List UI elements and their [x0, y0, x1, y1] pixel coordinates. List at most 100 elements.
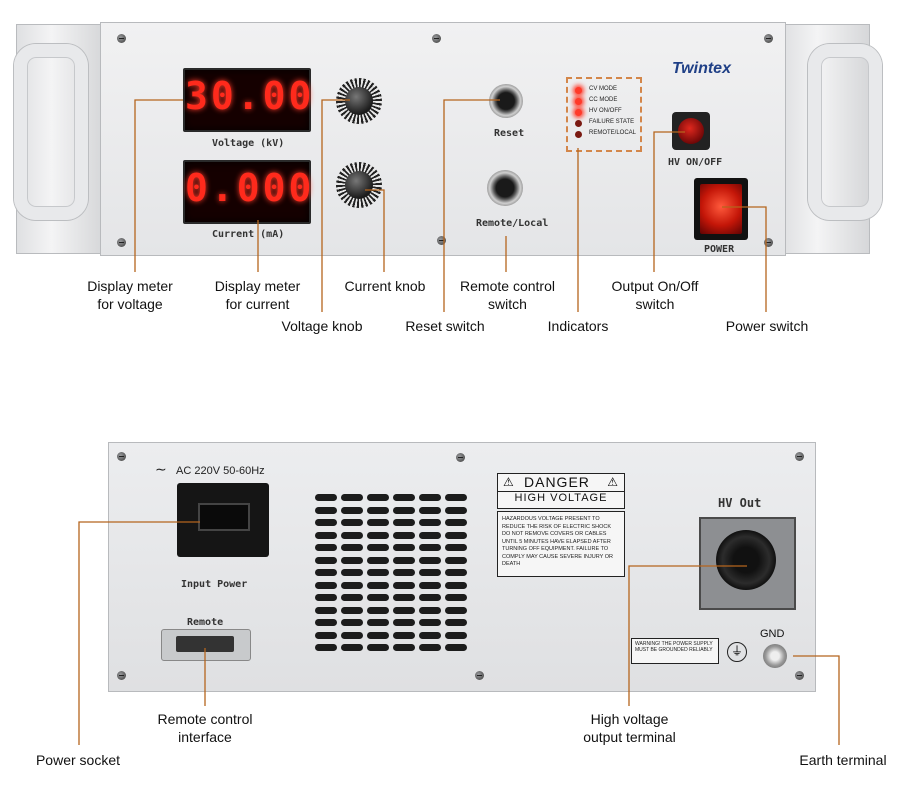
left-handle	[14, 44, 88, 220]
hv-on-off-button[interactable]	[672, 112, 710, 150]
indicator-label: FAILURE STATE	[589, 119, 635, 125]
vent-slot	[419, 619, 441, 626]
vent-slot	[367, 494, 389, 501]
vent-slot	[445, 531, 467, 539]
indicator-led	[575, 131, 582, 138]
vent-slot	[367, 594, 389, 601]
vent-slot	[419, 581, 441, 589]
vent-slot	[367, 619, 389, 626]
vent-slot	[445, 644, 467, 651]
vent-slot	[393, 494, 415, 501]
warning-triangle-icon: ⚠	[503, 475, 514, 489]
voltage-knob[interactable]	[336, 78, 382, 124]
screw	[795, 452, 804, 461]
remote-local-switch[interactable]	[487, 170, 523, 206]
vent-slot	[445, 544, 467, 551]
hazard-notice: HAZARDOUS VOLTAGE PRESENT TO REDUCE THE …	[497, 511, 625, 577]
callout-current-knob: Current knob	[344, 278, 426, 294]
vent-slot	[315, 631, 337, 639]
screw	[117, 452, 126, 461]
vent-slot	[315, 581, 337, 589]
vent-slot	[419, 594, 441, 601]
vent-slot	[445, 631, 467, 639]
callout-power-socket: Power socket	[35, 752, 121, 768]
indicator-label: CV MODE	[589, 86, 618, 92]
vent-slot	[367, 631, 389, 639]
iec-pins	[198, 503, 250, 531]
voltage-knob-cap	[345, 87, 373, 115]
hv-output-connector	[716, 530, 776, 590]
vent-slot	[445, 619, 467, 626]
warning-triangle-icon: ⚠	[607, 475, 618, 489]
remote-local-label: Remote/Local	[476, 218, 549, 229]
vent-slot	[341, 569, 363, 576]
vent-slot	[445, 494, 467, 501]
vent-slot	[393, 569, 415, 576]
screw	[117, 34, 126, 43]
hv-out-label: HV Out	[718, 496, 762, 510]
vent-slot	[341, 594, 363, 601]
callout-voltage-knob: Voltage knob	[281, 318, 363, 334]
vent-slot	[393, 556, 415, 564]
earth-terminal-post[interactable]	[763, 644, 787, 668]
vent-slot	[393, 594, 415, 601]
vent-slot	[419, 531, 441, 539]
vent-slot	[393, 531, 415, 539]
vent-slot	[367, 531, 389, 539]
callout-hv-terminal: High voltage output terminal	[583, 711, 676, 745]
vent-slot	[419, 556, 441, 564]
current-knob[interactable]	[336, 162, 382, 208]
vent-slot	[315, 519, 337, 526]
ac-tilde-icon: ∼	[155, 462, 167, 478]
callout-remote-switch: Remote control switch	[460, 278, 555, 312]
vent-slot	[367, 606, 389, 614]
vent-slot	[341, 494, 363, 501]
vent-slot	[393, 619, 415, 626]
vent-slot	[445, 556, 467, 564]
callout-voltage-meter: Display meter for voltage	[87, 278, 173, 312]
vent-slot	[445, 506, 467, 514]
screw	[432, 34, 441, 43]
vent-slot	[341, 531, 363, 539]
vent-slot	[393, 506, 415, 514]
current-label: Current (mA)	[212, 229, 285, 240]
vent-slot	[315, 556, 337, 564]
power-label: POWER	[704, 244, 735, 255]
reset-label: Reset	[494, 128, 525, 139]
vent-slot	[419, 494, 441, 501]
vent-slot	[315, 594, 337, 601]
callout-power-switch: Power switch	[725, 318, 809, 334]
voltage-display-value: 30.00	[185, 74, 315, 118]
vent-slot	[393, 606, 415, 614]
vent-slot	[419, 569, 441, 576]
vent-slot	[445, 606, 467, 614]
vent-slot	[367, 506, 389, 514]
ac-rating-label: AC 220V 50-60Hz	[176, 465, 265, 477]
current-display-value: 0.000	[185, 166, 315, 210]
vent-slot	[393, 544, 415, 551]
vent-slot	[315, 544, 337, 551]
power-switch[interactable]	[694, 178, 748, 240]
vent-slot	[419, 644, 441, 651]
callout-remote-interface: Remote control interface	[157, 711, 253, 745]
vent-slot	[341, 644, 363, 651]
vent-slot	[393, 631, 415, 639]
vent-slot	[367, 519, 389, 526]
gnd-label: GND	[760, 628, 785, 640]
reset-button[interactable]	[489, 84, 523, 118]
vent-slot	[341, 631, 363, 639]
screw	[764, 238, 773, 247]
callout-reset-switch: Reset switch	[405, 318, 485, 334]
indicator-label: HV ON/OFF	[589, 108, 622, 114]
screw	[764, 34, 773, 43]
screw	[117, 238, 126, 247]
vent-slot	[367, 644, 389, 651]
vent-slot	[315, 644, 337, 651]
brand-logo: Twintex	[672, 60, 731, 77]
vent-slot	[315, 569, 337, 576]
vent-slot	[315, 531, 337, 539]
vent-slot	[315, 506, 337, 514]
vent-slot	[341, 506, 363, 514]
hv-on-off-label: HV ON/OFF	[668, 157, 723, 168]
input-power-label: Input Power	[181, 579, 248, 590]
